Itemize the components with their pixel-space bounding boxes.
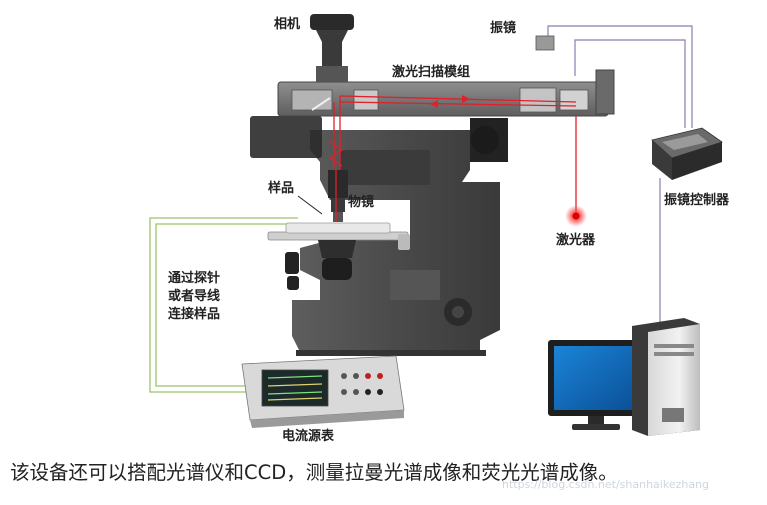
objective-lens — [328, 170, 348, 222]
label-galvo-controller: 振镜控制器 — [664, 192, 730, 208]
computer-monitor — [548, 340, 644, 430]
controller-wires — [547, 25, 693, 330]
label-laser-scan-module: 激光扫描模组 — [392, 64, 470, 80]
galvo-controller — [651, 127, 723, 180]
label-camera: 相机 — [274, 16, 300, 32]
computer-tower — [632, 318, 700, 436]
label-sample: 样品 — [268, 180, 294, 196]
probe-wires — [149, 217, 298, 393]
label-objective: 物镜 — [348, 194, 374, 210]
laser-source-dot — [572, 212, 580, 220]
caption: 该设备还可以搭配光谱仪和CCD，测量拉曼光谱成像和荧光光谱成像。 — [10, 461, 618, 484]
galvo-unit — [535, 35, 555, 51]
label-source-meter: 电流源表 — [282, 428, 335, 444]
watermark: https://blog.csdn.net/shanhaikezhang — [502, 478, 710, 491]
label-probe-note-3: 连接样品 — [168, 306, 220, 322]
label-probe-note-2: 或者导线 — [168, 288, 220, 304]
laser-beam — [328, 95, 577, 222]
camera — [310, 14, 354, 82]
source-meter — [241, 355, 405, 428]
sample-stage — [267, 222, 410, 280]
sample-pointer — [297, 195, 323, 215]
label-probe-note-1: 通过探针 — [168, 270, 220, 286]
label-laser: 激光器 — [556, 232, 596, 248]
laser-beam-arrows — [430, 95, 470, 108]
label-galvo: 振镜 — [490, 20, 516, 36]
